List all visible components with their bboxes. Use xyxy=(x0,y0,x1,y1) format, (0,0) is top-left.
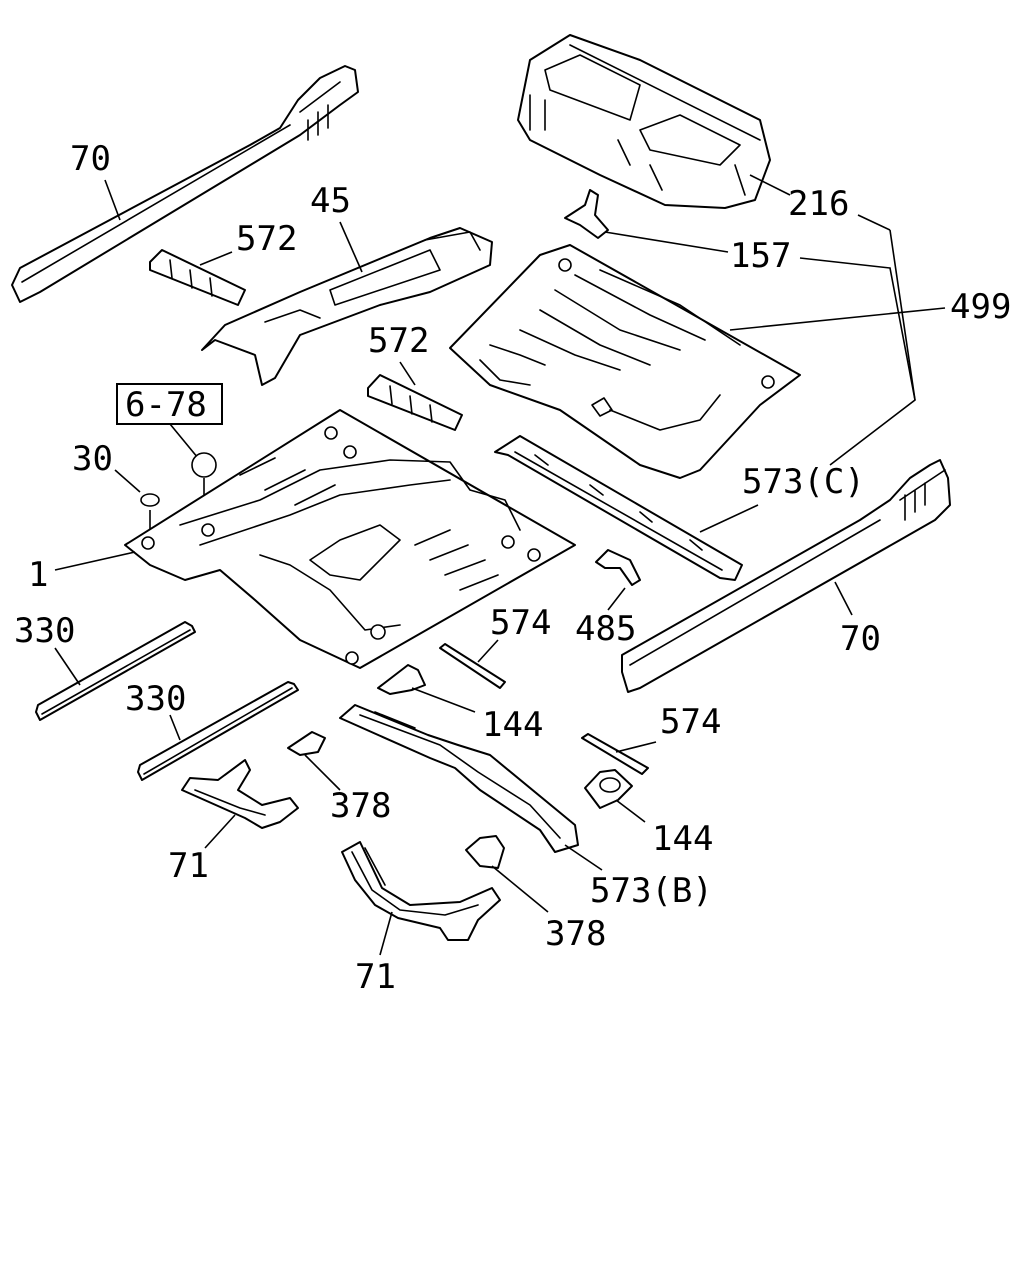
leader-678 xyxy=(169,423,199,459)
part-378-clip-lower xyxy=(465,835,505,869)
part-144-bracket-lower xyxy=(584,769,633,809)
label-573c: 573(C) xyxy=(742,462,865,502)
leader-216-link xyxy=(857,214,891,231)
label-30: 30 xyxy=(72,439,113,479)
part-573c-crossmember xyxy=(494,435,743,581)
label-45: 45 xyxy=(310,181,351,221)
label-330-upper: 330 xyxy=(14,611,75,651)
leader-70a xyxy=(104,179,121,221)
leader-574a xyxy=(477,639,499,663)
leader-157-573c xyxy=(799,257,916,466)
leader-157 xyxy=(604,231,729,253)
label-71-upper: 71 xyxy=(168,846,209,886)
leader-378b xyxy=(491,865,549,913)
leader-30 xyxy=(114,469,141,493)
label-572-middle: 572 xyxy=(368,321,429,361)
label-574-lower: 574 xyxy=(660,702,721,742)
leader-485 xyxy=(607,587,626,611)
label-157: 157 xyxy=(730,236,791,276)
part-45-center-member xyxy=(201,227,493,386)
label-70-left: 70 xyxy=(70,139,111,179)
leader-71b xyxy=(379,911,393,956)
leader-216-link-2 xyxy=(889,229,916,401)
label-1: 1 xyxy=(28,555,48,595)
label-330-lower: 330 xyxy=(125,679,186,719)
part-378-clip-upper xyxy=(287,731,326,756)
leader-574b xyxy=(615,741,657,753)
part-157-bracket xyxy=(564,189,609,239)
part-330-rail-lower xyxy=(137,681,299,781)
leader-499 xyxy=(729,307,946,331)
part-574-strip-lower xyxy=(581,733,649,775)
part-71-lower xyxy=(341,841,501,941)
part-30-grommet xyxy=(140,493,160,507)
label-6-78: 6-78 xyxy=(125,385,207,425)
part-70-left-sill xyxy=(11,65,359,303)
leader-573c xyxy=(699,504,759,533)
part-71-upper xyxy=(181,759,299,829)
leader-572a xyxy=(199,251,233,266)
label-574-upper: 574 xyxy=(490,603,551,643)
part-572-upper xyxy=(149,249,246,306)
label-378-upper: 378 xyxy=(330,786,391,826)
label-572-upper: 572 xyxy=(236,219,297,259)
part-572-middle xyxy=(367,374,463,431)
leader-330b xyxy=(169,714,181,741)
leader-71a xyxy=(204,814,236,849)
part-573b-crossmember xyxy=(339,704,579,853)
part-1-front-floor xyxy=(124,409,576,669)
leader-45 xyxy=(339,221,363,273)
part-70-right-sill xyxy=(621,459,951,693)
part-144-bracket-upper xyxy=(377,664,426,695)
label-144-lower: 144 xyxy=(652,819,713,859)
reference-box-6-78 xyxy=(116,383,223,425)
part-485-bracket xyxy=(595,549,641,586)
leader-144b xyxy=(615,799,646,823)
label-485: 485 xyxy=(575,609,636,649)
label-144-upper: 144 xyxy=(482,705,543,745)
leader-572b xyxy=(399,361,416,386)
label-499: 499 xyxy=(950,287,1011,327)
label-378-lower: 378 xyxy=(545,914,606,954)
leader-573b xyxy=(564,844,603,871)
label-573b: 573(B) xyxy=(590,871,713,911)
part-574-strip-upper xyxy=(439,643,506,689)
plug-6-78 xyxy=(191,452,217,478)
leader-144a xyxy=(411,687,476,713)
leader-1 xyxy=(54,551,136,571)
label-70-right: 70 xyxy=(840,619,881,659)
leader-70b xyxy=(834,581,853,616)
leader-330a xyxy=(54,647,81,686)
part-499-rear-floor xyxy=(449,244,801,479)
label-216: 216 xyxy=(788,184,849,224)
leader-378a xyxy=(304,754,341,791)
leader-216 xyxy=(749,174,791,196)
label-71-lower: 71 xyxy=(355,957,396,997)
part-216-rear-panel xyxy=(517,34,771,209)
part-330-rail-upper xyxy=(35,621,196,721)
